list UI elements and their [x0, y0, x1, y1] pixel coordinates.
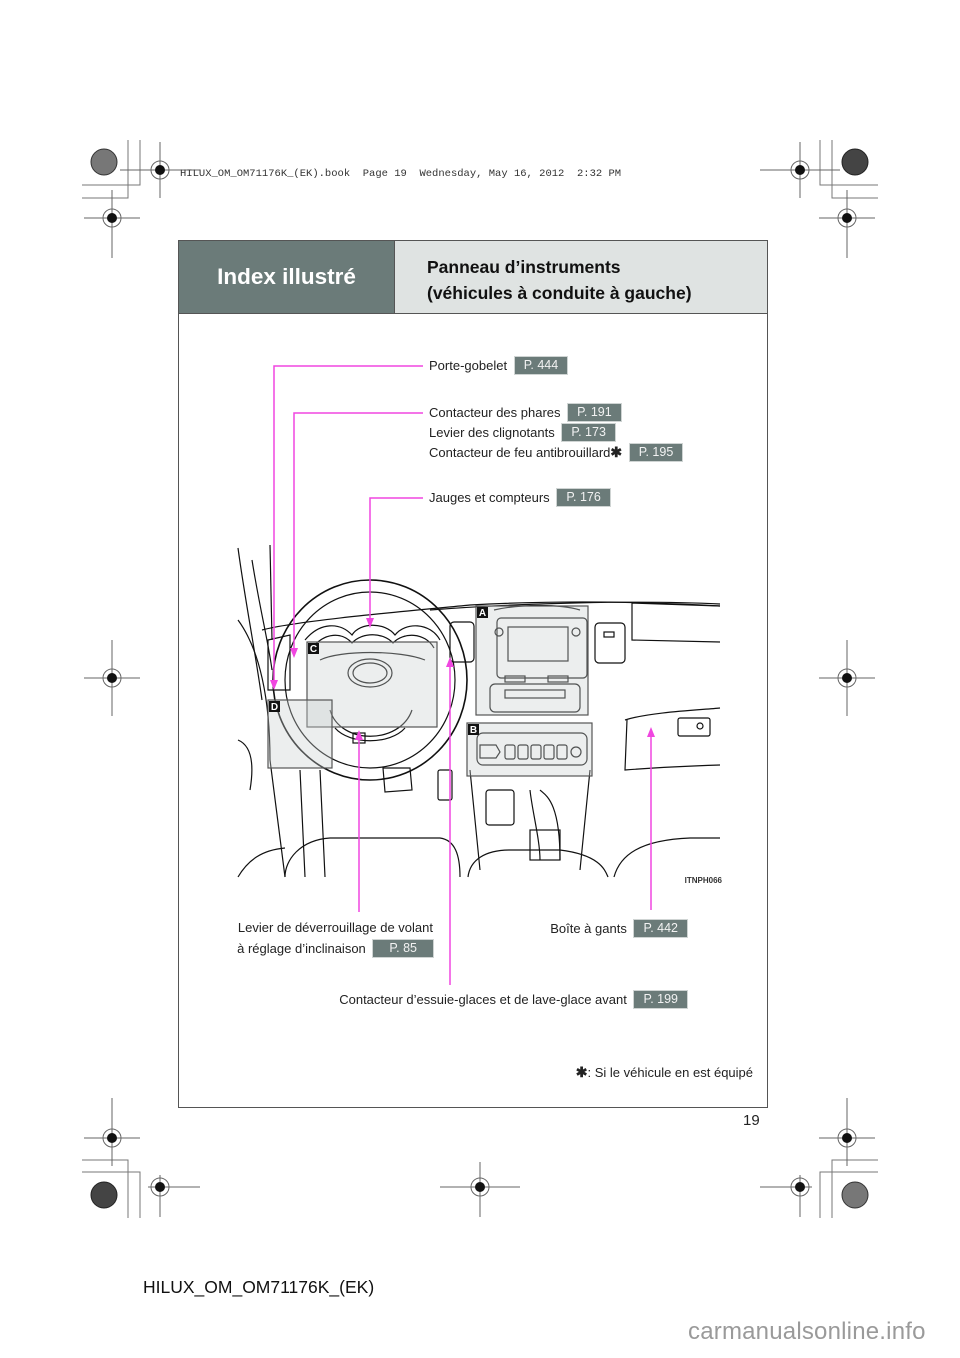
registration-targets: [84, 142, 875, 1217]
page-ref-badge[interactable]: P. 85: [373, 940, 433, 957]
callout-cup-holder: Porte-gobelet P. 444: [429, 357, 568, 374]
content-frame: Index illustré Panneau d’instruments (vé…: [178, 240, 768, 1108]
book-info-line: HILUX_OM_OM71176K_(EK).book Page 19 Wedn…: [180, 168, 622, 180]
callout-label-line1: Levier de déverrouillage de volant: [237, 920, 433, 935]
watermark: carmanualsonline.info: [688, 1318, 926, 1345]
callout-glove-box: Boîte à gants P. 442: [550, 920, 687, 937]
callout-label: Porte-gobelet: [429, 358, 508, 373]
callout-tilt-lever: Levier de déverrouillage de volant à rég…: [237, 920, 433, 957]
footnote-text: : Si le véhicule en est équipé: [587, 1065, 754, 1080]
zone-label-b: B: [470, 725, 477, 736]
callout-label: Contacteur des phares: [429, 405, 561, 420]
footnote: ✱: Si le véhicule en est équipé: [576, 1064, 753, 1081]
zone-b-box: [466, 722, 593, 777]
callout-wiper: Contacteur d’essuie-glaces et de lave-gl…: [339, 991, 687, 1008]
zone-label-d: D: [271, 702, 278, 713]
callout-headlight-switch: Contacteur des phares P. 191: [429, 404, 621, 421]
page-title: Panneau d’instruments (véhicules à condu…: [394, 241, 767, 314]
page-ref-badge[interactable]: P. 176: [557, 489, 610, 506]
zone-a-box: [475, 605, 589, 716]
callout-line-cup-holder: [273, 365, 423, 682]
document-id: HILUX_OM_OM71176K_(EK): [143, 1277, 375, 1297]
zone-c-box: [306, 641, 438, 728]
page-title-line1: Panneau d’instruments: [427, 257, 621, 277]
zone-label-c: C: [310, 644, 317, 655]
callout-label: Levier des clignotants: [429, 425, 555, 440]
asterisk-icon: ✱: [610, 444, 623, 460]
page-ref-badge[interactable]: P. 191: [568, 404, 621, 421]
callout-lines: [273, 365, 652, 985]
page-ref-badge[interactable]: P. 173: [562, 424, 615, 441]
page-ref-badge[interactable]: P. 444: [514, 357, 568, 374]
figure-code: ITNPH066: [685, 876, 723, 885]
callout-label: Contacteur de feu antibrouillard: [429, 445, 611, 460]
callout-label: Jauges et compteurs: [429, 490, 550, 505]
zone-label-a: A: [479, 608, 486, 619]
callout-label-line2: à réglage d’inclinaison: [237, 941, 366, 956]
callout-label: Contacteur d’essuie-glaces et de lave-gl…: [339, 992, 627, 1007]
page-ref-badge[interactable]: P. 199: [634, 991, 687, 1008]
callout-turn-signal: Levier des clignotants P. 173: [429, 424, 615, 441]
callout-line-gauges: [369, 497, 423, 620]
page-title-line2: (véhicules à conduite à gauche): [427, 283, 692, 303]
page-ref-badge[interactable]: P. 442: [634, 920, 687, 937]
callout-label: Boîte à gants: [550, 921, 627, 936]
callout-gauges: Jauges et compteurs P. 176: [429, 489, 610, 506]
callout-arrowheads: [270, 618, 655, 740]
callout-line-headlight: [293, 412, 423, 650]
page-ref-badge[interactable]: P. 195: [629, 444, 683, 461]
callout-fog-light: Contacteur de feu antibrouillard✱ P. 195: [429, 444, 683, 461]
zone-labels: [269, 607, 488, 735]
asterisk-icon: ✱: [575, 1064, 588, 1080]
rosette-marks: [90, 148, 869, 1209]
section-title: Index illustré: [179, 241, 394, 314]
page-number: 19: [743, 1112, 760, 1129]
